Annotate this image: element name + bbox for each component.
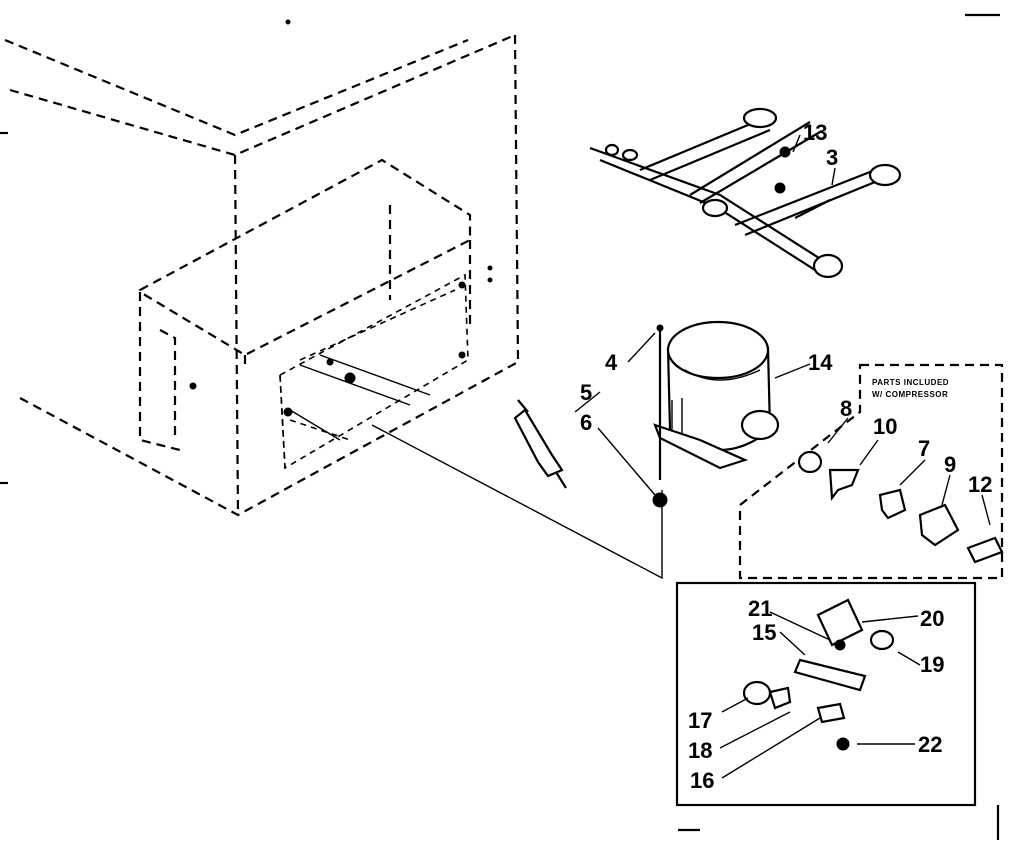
callout-20: 20 bbox=[920, 606, 944, 631]
callout-13: 13 bbox=[803, 120, 827, 145]
callout-21: 21 bbox=[748, 596, 772, 621]
callout-15: 15 bbox=[752, 620, 776, 645]
part-18-shape bbox=[768, 686, 792, 710]
callout-18: 18 bbox=[688, 738, 712, 763]
callout-8: 8 bbox=[840, 396, 852, 421]
callout-9: 9 bbox=[944, 452, 956, 477]
note-line-1: PARTS INCLUDED bbox=[872, 378, 949, 387]
scan-marks bbox=[0, 13, 1000, 840]
callout-22: 22 bbox=[918, 732, 942, 757]
callout-7: 7 bbox=[918, 436, 930, 461]
callout-5: 5 bbox=[580, 380, 592, 405]
start-relay-box bbox=[675, 581, 977, 807]
callout-3: 3 bbox=[826, 145, 838, 170]
part-15-shape bbox=[793, 658, 867, 692]
part-16-shape bbox=[816, 702, 846, 724]
callout-14: 14 bbox=[808, 350, 833, 375]
filter-drier bbox=[513, 399, 567, 489]
callout-19: 19 bbox=[920, 652, 944, 677]
callout-10: 10 bbox=[873, 414, 897, 439]
parts-included-box: PARTS INCLUDED W/ COMPRESSOR bbox=[738, 363, 1004, 580]
callout-17: 17 bbox=[688, 708, 712, 733]
note-line-2: W/ COMPRESSOR bbox=[872, 390, 948, 399]
callout-12: 12 bbox=[968, 472, 992, 497]
part-17-shape bbox=[742, 680, 772, 706]
callout-6: 6 bbox=[580, 410, 592, 435]
callout-labels: 13 3 4 5 6 14 8 10 7 9 12 21 15 20 19 17… bbox=[580, 120, 992, 793]
part-12-shape bbox=[966, 536, 1004, 564]
part-21-shape bbox=[834, 639, 846, 651]
tubing-assembly bbox=[589, 107, 902, 279]
part-8-shape bbox=[797, 450, 823, 474]
assembly-leader-line bbox=[371, 424, 663, 580]
part-19-shape bbox=[869, 629, 895, 651]
part-10-shape bbox=[828, 468, 860, 502]
compressor bbox=[652, 320, 780, 508]
part-9-shape bbox=[918, 503, 960, 547]
leader-lines bbox=[574, 134, 991, 779]
callout-4: 4 bbox=[605, 350, 618, 375]
part-20-shape bbox=[816, 598, 864, 647]
part-22-shape bbox=[836, 737, 850, 751]
part-7-shape bbox=[878, 488, 907, 520]
cabinet-outline bbox=[4, 33, 520, 517]
callout-16: 16 bbox=[690, 768, 714, 793]
